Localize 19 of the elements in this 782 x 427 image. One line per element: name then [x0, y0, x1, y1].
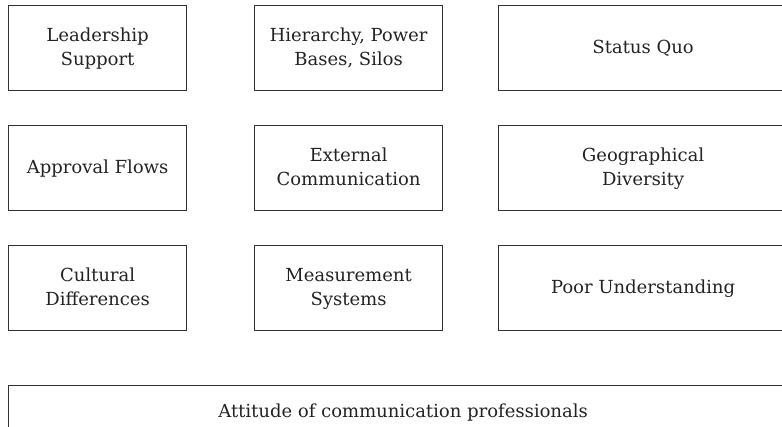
box-label: External Communication: [276, 144, 422, 192]
text-box: [8, 245, 187, 331]
text-box: [254, 5, 443, 91]
box-label: Geographical Diversity: [580, 144, 706, 192]
box-label: Approval Flows: [26, 156, 168, 180]
text-box: [254, 125, 443, 211]
box-label: Poor Understanding: [550, 276, 736, 300]
text-box: [498, 5, 782, 91]
box-label: Measurement Systems: [284, 264, 413, 312]
text-box: [8, 5, 187, 91]
box-label: Attitude of communication professionals: [218, 400, 588, 424]
text-box: [498, 125, 782, 211]
box-label: Hierarchy, Power Bases, Silos: [268, 24, 428, 72]
box-label: Cultural Differences: [44, 264, 151, 312]
box-label: Status Quo: [592, 36, 694, 60]
box-label: Leadership Support: [45, 24, 150, 72]
text-box: [8, 125, 187, 211]
text-box: [498, 245, 782, 331]
text-box: [254, 245, 443, 331]
